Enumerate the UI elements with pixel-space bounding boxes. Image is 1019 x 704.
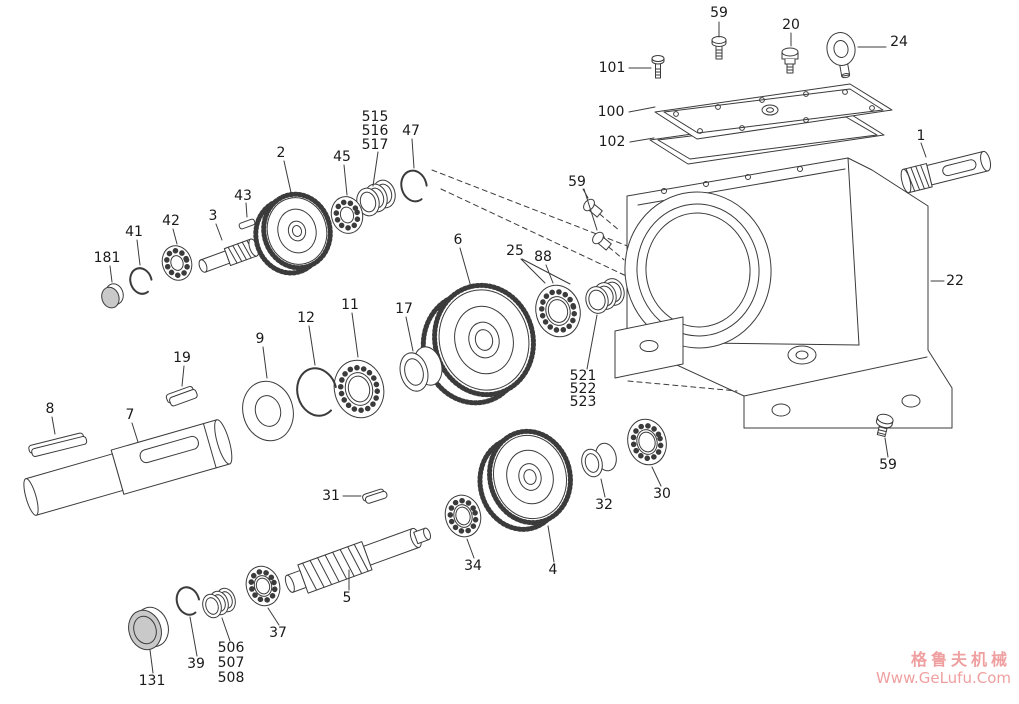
part-41-circlip bbox=[129, 267, 153, 295]
leader-lines bbox=[51, 21, 945, 674]
part-label-19: 19 bbox=[173, 350, 191, 366]
part-label-30: 30 bbox=[653, 486, 671, 502]
part-37-bearing bbox=[245, 565, 281, 607]
part-32-spacer bbox=[581, 442, 617, 478]
part-label-59-bottom: 59 bbox=[879, 457, 897, 473]
part-label-507: 507 bbox=[217, 655, 245, 671]
part-34-bearing bbox=[444, 494, 482, 538]
watermark-url: Www.GeLufu.Com bbox=[875, 669, 1011, 687]
watermark-brand: 格鲁夫机械 bbox=[910, 650, 1011, 669]
part-label-521: 521 bbox=[569, 368, 597, 384]
part-17-spacer-sleeve bbox=[399, 346, 443, 392]
part-label-3: 3 bbox=[208, 208, 218, 224]
part-59-bolt-top bbox=[711, 36, 727, 60]
part-59-plug-left-upper bbox=[583, 198, 619, 230]
part-506-507-508-shims bbox=[202, 587, 236, 619]
part-label-4: 4 bbox=[548, 562, 558, 578]
part-label-6: 6 bbox=[453, 232, 463, 248]
part-24-eye-bolt bbox=[826, 32, 856, 79]
part-19-key bbox=[165, 385, 198, 407]
part-label-11: 11 bbox=[341, 297, 359, 313]
part-label-100: 100 bbox=[597, 104, 625, 120]
part-label-7: 7 bbox=[125, 407, 135, 423]
part-label-42: 42 bbox=[162, 213, 180, 229]
part-39-circlip bbox=[175, 586, 201, 616]
part-label-24: 24 bbox=[890, 34, 908, 50]
part-4-gear bbox=[477, 428, 573, 532]
part-label-12: 12 bbox=[297, 310, 315, 326]
part-181-cap bbox=[101, 283, 124, 309]
part-label-1: 1 bbox=[916, 128, 926, 144]
part-label-47: 47 bbox=[402, 123, 420, 139]
part-5-splined-shaft bbox=[284, 527, 432, 594]
part-label-32: 32 bbox=[595, 497, 613, 513]
part-7-output-shaft bbox=[23, 419, 233, 516]
part-59-bolt-bottom bbox=[875, 413, 894, 437]
part-59-plug-left-lower bbox=[592, 231, 625, 261]
part-12-circlip bbox=[296, 367, 338, 417]
part-label-25: 25 bbox=[506, 243, 524, 259]
part-label-517: 517 bbox=[361, 137, 389, 153]
part-88-bearing bbox=[535, 284, 581, 338]
part-43-key bbox=[238, 218, 256, 230]
part-45-bearing bbox=[330, 196, 364, 234]
part-521-522-523-shims bbox=[585, 278, 625, 314]
part-label-506: 506 bbox=[217, 640, 245, 656]
part-2-gear bbox=[253, 191, 333, 276]
part-label-20: 20 bbox=[782, 17, 800, 33]
part-label-22: 22 bbox=[946, 273, 964, 289]
part-42-bearing bbox=[161, 245, 193, 281]
part-31-key bbox=[362, 488, 388, 504]
part-30-bearing bbox=[627, 418, 667, 466]
part-label-45: 45 bbox=[333, 149, 351, 165]
part-label-102: 102 bbox=[598, 134, 626, 150]
part-label-17: 17 bbox=[395, 301, 413, 317]
part-label-59-left: 59 bbox=[568, 174, 586, 190]
part-label-2: 2 bbox=[276, 145, 286, 161]
part-label-39: 39 bbox=[187, 656, 205, 672]
part-8-key bbox=[28, 432, 88, 458]
part-label-31: 31 bbox=[322, 488, 340, 504]
part-label-515: 515 bbox=[361, 109, 389, 125]
part-11-bearing bbox=[333, 359, 385, 419]
part-101-bolt bbox=[651, 55, 665, 79]
part-6-gear bbox=[420, 282, 536, 406]
part-label-508: 508 bbox=[217, 670, 245, 686]
part-131-cap bbox=[128, 606, 169, 651]
part-label-181: 181 bbox=[93, 250, 121, 266]
part-22-housing bbox=[614, 157, 953, 429]
part-label-516: 516 bbox=[361, 123, 389, 139]
part-label-88: 88 bbox=[534, 249, 552, 265]
part-label-43: 43 bbox=[234, 188, 252, 204]
part-label-523: 523 bbox=[569, 394, 597, 410]
part-label-101: 101 bbox=[598, 60, 626, 76]
part-label-34: 34 bbox=[464, 558, 482, 574]
part-label-59-top: 59 bbox=[710, 5, 728, 21]
part-label-522: 522 bbox=[569, 381, 597, 397]
part-label-41: 41 bbox=[125, 224, 143, 240]
part-label-5: 5 bbox=[342, 590, 352, 606]
part-515-516-517-shims bbox=[356, 179, 396, 217]
part-20-vent-plug bbox=[781, 47, 799, 74]
part-3-pinion-shaft bbox=[198, 238, 260, 273]
assembly-axis-dashed-lines bbox=[431, 169, 649, 282]
part-label-9: 9 bbox=[255, 331, 265, 347]
part-100-cover-plate bbox=[654, 83, 893, 140]
part-9-washer bbox=[242, 380, 294, 442]
part-label-37: 37 bbox=[269, 625, 287, 641]
part-label-131: 131 bbox=[138, 673, 166, 689]
part-label-8: 8 bbox=[45, 401, 55, 417]
part-1-input-pinion-shaft bbox=[900, 150, 992, 194]
part-47-circlip bbox=[400, 169, 428, 203]
